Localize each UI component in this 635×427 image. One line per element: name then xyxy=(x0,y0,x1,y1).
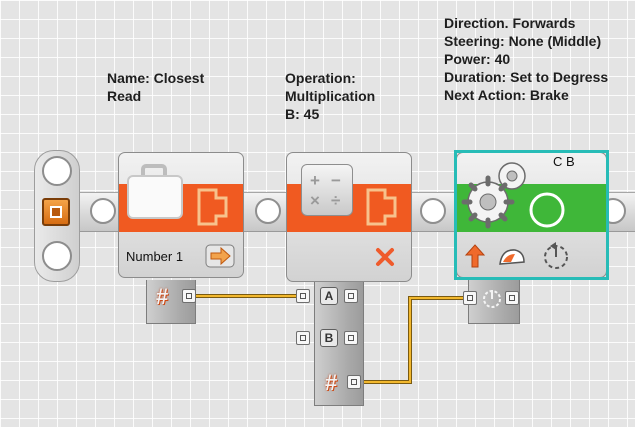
motor-ports-label: C B xyxy=(553,154,575,169)
variable-output-plug[interactable] xyxy=(182,289,196,303)
move-block-label: Direction. Forwards Steering: None (Midd… xyxy=(444,15,609,103)
duration-input-plug[interactable] xyxy=(463,291,477,305)
selected-block-highlight xyxy=(454,150,609,280)
start-connector-ring-bottom xyxy=(42,241,72,271)
number-data-symbol: # xyxy=(325,370,338,395)
duration-degrees-icon xyxy=(483,290,501,308)
math-result-plug[interactable] xyxy=(347,375,361,389)
variable-block-label: Name: Closest Read xyxy=(107,70,205,104)
program-start-icon[interactable] xyxy=(42,198,70,226)
plug-connector-icon xyxy=(366,188,397,226)
power-gauge-icon xyxy=(499,249,525,265)
number-data-symbol: # xyxy=(156,284,169,309)
math-input-b-label: B xyxy=(320,329,338,347)
math-input-a-out-plug[interactable] xyxy=(344,289,358,303)
math-input-b-plug[interactable] xyxy=(296,331,310,345)
beam-connector-ring xyxy=(255,198,281,224)
variable-name-label: Number 1 xyxy=(126,249,184,264)
math-input-a-plug[interactable] xyxy=(296,289,310,303)
delete-x-icon[interactable] xyxy=(374,247,396,267)
calculator-icon: + − × ÷ xyxy=(301,164,353,216)
duration-output-plug[interactable] xyxy=(505,291,519,305)
gears-icon xyxy=(461,162,526,229)
direction-arrow-icon xyxy=(464,244,486,268)
start-connector-ring-top xyxy=(42,156,72,186)
briefcase-icon xyxy=(127,164,183,219)
math-input-a-label: A xyxy=(320,287,338,305)
beam-connector-ring xyxy=(90,198,116,224)
plug-connector-icon xyxy=(197,188,228,226)
read-arrow-icon[interactable] xyxy=(205,244,235,268)
math-input-b-out-plug[interactable] xyxy=(344,331,358,345)
duration-degrees-icon xyxy=(544,242,568,269)
brake-indicator-icon xyxy=(529,192,565,228)
math-block-label: Operation: Multiplication B: 45 xyxy=(285,70,376,122)
beam-connector-ring xyxy=(420,198,446,224)
